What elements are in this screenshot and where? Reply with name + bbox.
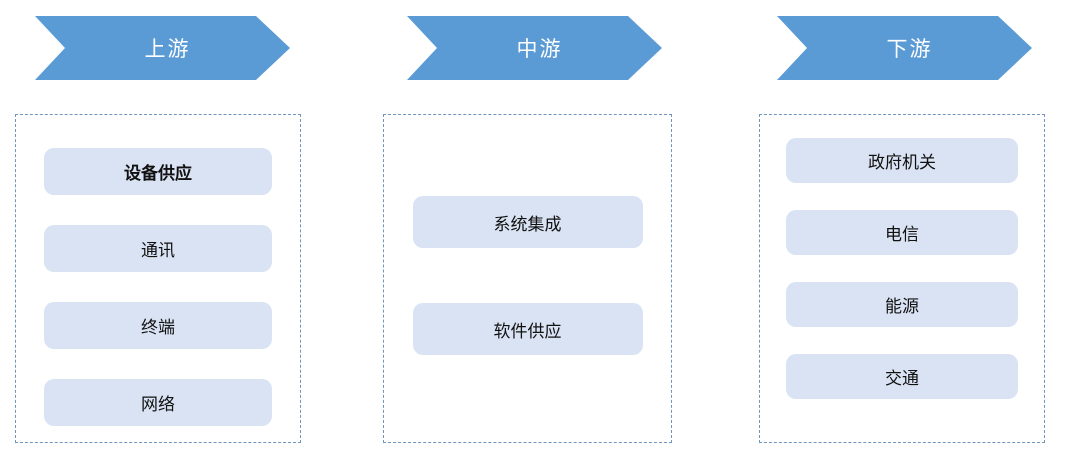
item-network: 网络 — [44, 379, 272, 426]
item-communication: 通讯 — [44, 225, 272, 272]
stage-label: 上游 — [144, 38, 191, 61]
midstream-panel: 系统集成 软件供应 — [383, 114, 672, 443]
item-energy: 能源 — [786, 282, 1018, 327]
stage-arrow-upstream: 上游 — [35, 16, 290, 80]
item-transport: 交通 — [786, 354, 1018, 399]
stage-arrow-downstream: 下游 — [777, 16, 1032, 80]
stage-label: 中游 — [516, 38, 563, 61]
item-telecom: 电信 — [786, 210, 1018, 255]
item-terminal: 终端 — [44, 302, 272, 349]
item-software-supply: 软件供应 — [412, 303, 643, 355]
item-equipment-supply: 设备供应 — [44, 148, 272, 195]
stage-arrow-midstream: 中游 — [407, 16, 662, 80]
stage-label: 下游 — [886, 38, 933, 61]
item-government: 政府机关 — [786, 138, 1018, 183]
upstream-panel: 设备供应 通讯 终端 网络 — [15, 114, 301, 443]
item-system-integration: 系统集成 — [412, 196, 643, 248]
downstream-panel: 政府机关 电信 能源 交通 — [759, 114, 1045, 443]
